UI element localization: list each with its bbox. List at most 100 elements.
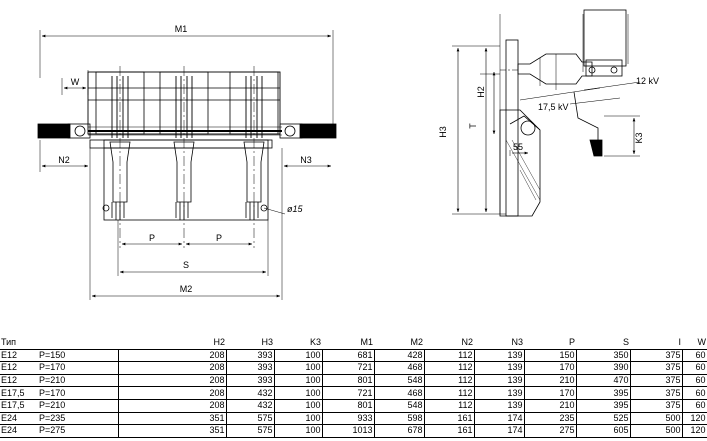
table-cell: 208: [118, 399, 227, 413]
table-cell: 170: [524, 386, 577, 400]
dim-m1-label: M1: [175, 24, 188, 34]
col-header-i: I: [630, 337, 682, 350]
table-cell: 801: [322, 374, 375, 388]
table-cell: 139: [474, 374, 525, 388]
table-cell: 375: [630, 399, 683, 413]
table-cell: 470: [576, 374, 631, 388]
table-cell: P=210: [38, 399, 119, 413]
table-cell: 100: [274, 361, 323, 375]
table-cell: 350: [576, 349, 631, 363]
col-header-variant: [38, 337, 118, 350]
col-header-m1: M1: [322, 337, 374, 350]
table-cell: 395: [576, 386, 631, 400]
table-cell: 678: [374, 424, 425, 438]
dim-m2-label: M2: [180, 284, 193, 294]
col-header-p: P: [524, 337, 576, 350]
table-cell: 210: [524, 399, 577, 413]
table-cell: 139: [474, 399, 525, 413]
table-cell: 598: [374, 412, 425, 426]
voltage-12kv-label: 12 kV: [636, 76, 659, 86]
table-cell: 139: [474, 349, 525, 363]
dim-s-label: S: [183, 260, 189, 270]
col-header-k3: K3: [274, 337, 322, 350]
table-cell: 120: [682, 412, 707, 426]
table-cell: 208: [118, 386, 227, 400]
table-cell: P=170: [38, 386, 119, 400]
table-cell: 428: [374, 349, 425, 363]
table-cell: 161: [424, 412, 475, 426]
voltage-17-5kv-label: 17,5 kV: [538, 102, 569, 112]
table-cell: 605: [576, 424, 631, 438]
table-cell: E12: [0, 361, 38, 375]
dim-p1-label: P: [149, 233, 155, 243]
table-cell: 468: [374, 386, 425, 400]
table-cell: P=275: [38, 424, 119, 438]
table-cell: 375: [630, 386, 683, 400]
table-cell: 395: [576, 399, 631, 413]
table-cell: 100: [274, 374, 323, 388]
col-header-s: S: [576, 337, 630, 350]
table-cell: 393: [226, 374, 275, 388]
hole-diameter-label: ø15: [287, 204, 304, 214]
col-header-type: Тип: [0, 337, 38, 350]
table-header-row: Тип H2 H3 K3 M1 M2 N2 N3 P S I W: [0, 337, 707, 350]
table-cell: 351: [118, 424, 227, 438]
table-cell: 210: [524, 374, 577, 388]
dim-55-label: 55: [513, 142, 523, 152]
table-cell: 60: [682, 386, 707, 400]
table-cell: 208: [118, 374, 227, 388]
table-cell: 375: [630, 349, 683, 363]
table-cell: 112: [424, 361, 475, 375]
technical-drawing: M1 W N2 N3 P P S M2 ø15: [37, 9, 659, 300]
table-cell: 208: [118, 361, 227, 375]
table-cell: 60: [682, 374, 707, 388]
table-cell: E24: [0, 412, 38, 426]
table-cell: 721: [322, 386, 375, 400]
dim-n3-label: N3: [300, 155, 312, 165]
col-header-m2: M2: [374, 337, 424, 350]
dim-h2-label: H2: [476, 86, 486, 98]
table-cell: E12: [0, 349, 38, 363]
dim-h3-label: H3: [438, 126, 448, 138]
table-cell: 721: [322, 361, 375, 375]
col-header-w: W: [682, 337, 707, 350]
table-cell: E12: [0, 374, 38, 388]
table-cell: 112: [424, 386, 475, 400]
table-cell: P=150: [38, 349, 119, 363]
table-cell: 351: [118, 412, 227, 426]
table-cell: 390: [576, 361, 631, 375]
table-cell: 174: [474, 412, 525, 426]
table-cell: E17,5: [0, 386, 38, 400]
table-cell: E17,5: [0, 399, 38, 413]
dim-p2-label: P: [216, 233, 222, 243]
dim-n2-label: N2: [58, 155, 70, 165]
table-cell: 375: [630, 374, 683, 388]
table-cell: 933: [322, 412, 375, 426]
table-cell: 100: [274, 386, 323, 400]
col-header-h3: H3: [226, 337, 274, 350]
side-view: [452, 9, 641, 217]
table-cell: 100: [274, 349, 323, 363]
table-cell: 120: [682, 424, 707, 438]
dim-t-label: T: [468, 123, 478, 129]
table-cell: 100: [274, 424, 323, 438]
front-view: [37, 30, 337, 300]
table-cell: 432: [226, 386, 275, 400]
table-cell: 500: [630, 424, 683, 438]
table-cell: 100: [274, 399, 323, 413]
table-cell: 275: [524, 424, 577, 438]
table-cell: 801: [322, 399, 375, 413]
col-header-n2: N2: [424, 337, 474, 350]
table-cell: 60: [682, 399, 707, 413]
dim-w-label: W: [71, 77, 80, 87]
table-cell: 112: [424, 399, 475, 413]
table-cell: 139: [474, 386, 525, 400]
table-cell: 548: [374, 399, 425, 413]
table-cell: 60: [682, 349, 707, 363]
